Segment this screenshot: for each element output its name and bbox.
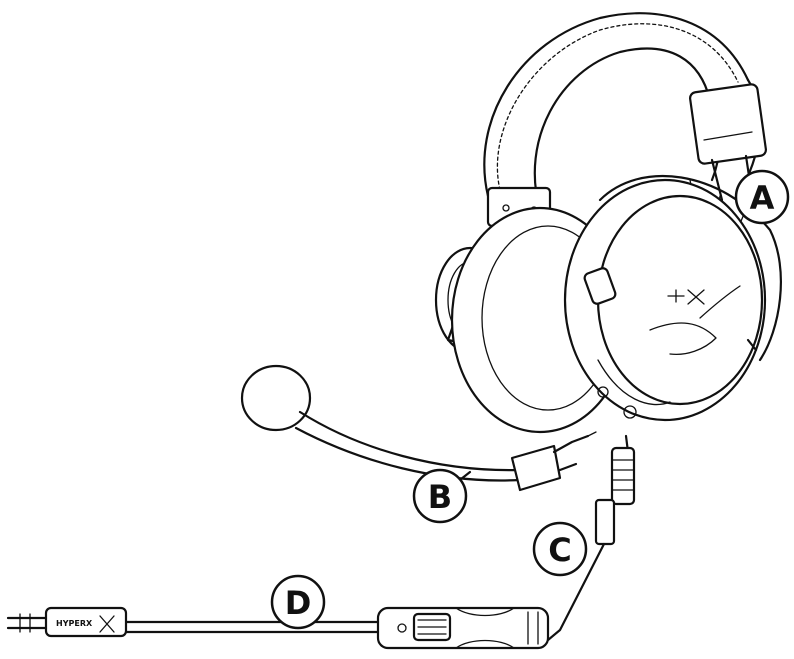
- callout-b-label: B: [428, 478, 452, 516]
- inline-audio-control: [378, 608, 548, 648]
- callout-d: D: [272, 576, 324, 628]
- callout-a-label: A: [750, 179, 775, 217]
- callout-c: C: [534, 523, 586, 575]
- callout-d-label: D: [285, 584, 312, 622]
- callout-a: A: [736, 171, 788, 223]
- plug-logo-text: HYPERX: [56, 619, 93, 628]
- callout-c-label: C: [548, 531, 571, 569]
- callout-b: B: [414, 470, 470, 522]
